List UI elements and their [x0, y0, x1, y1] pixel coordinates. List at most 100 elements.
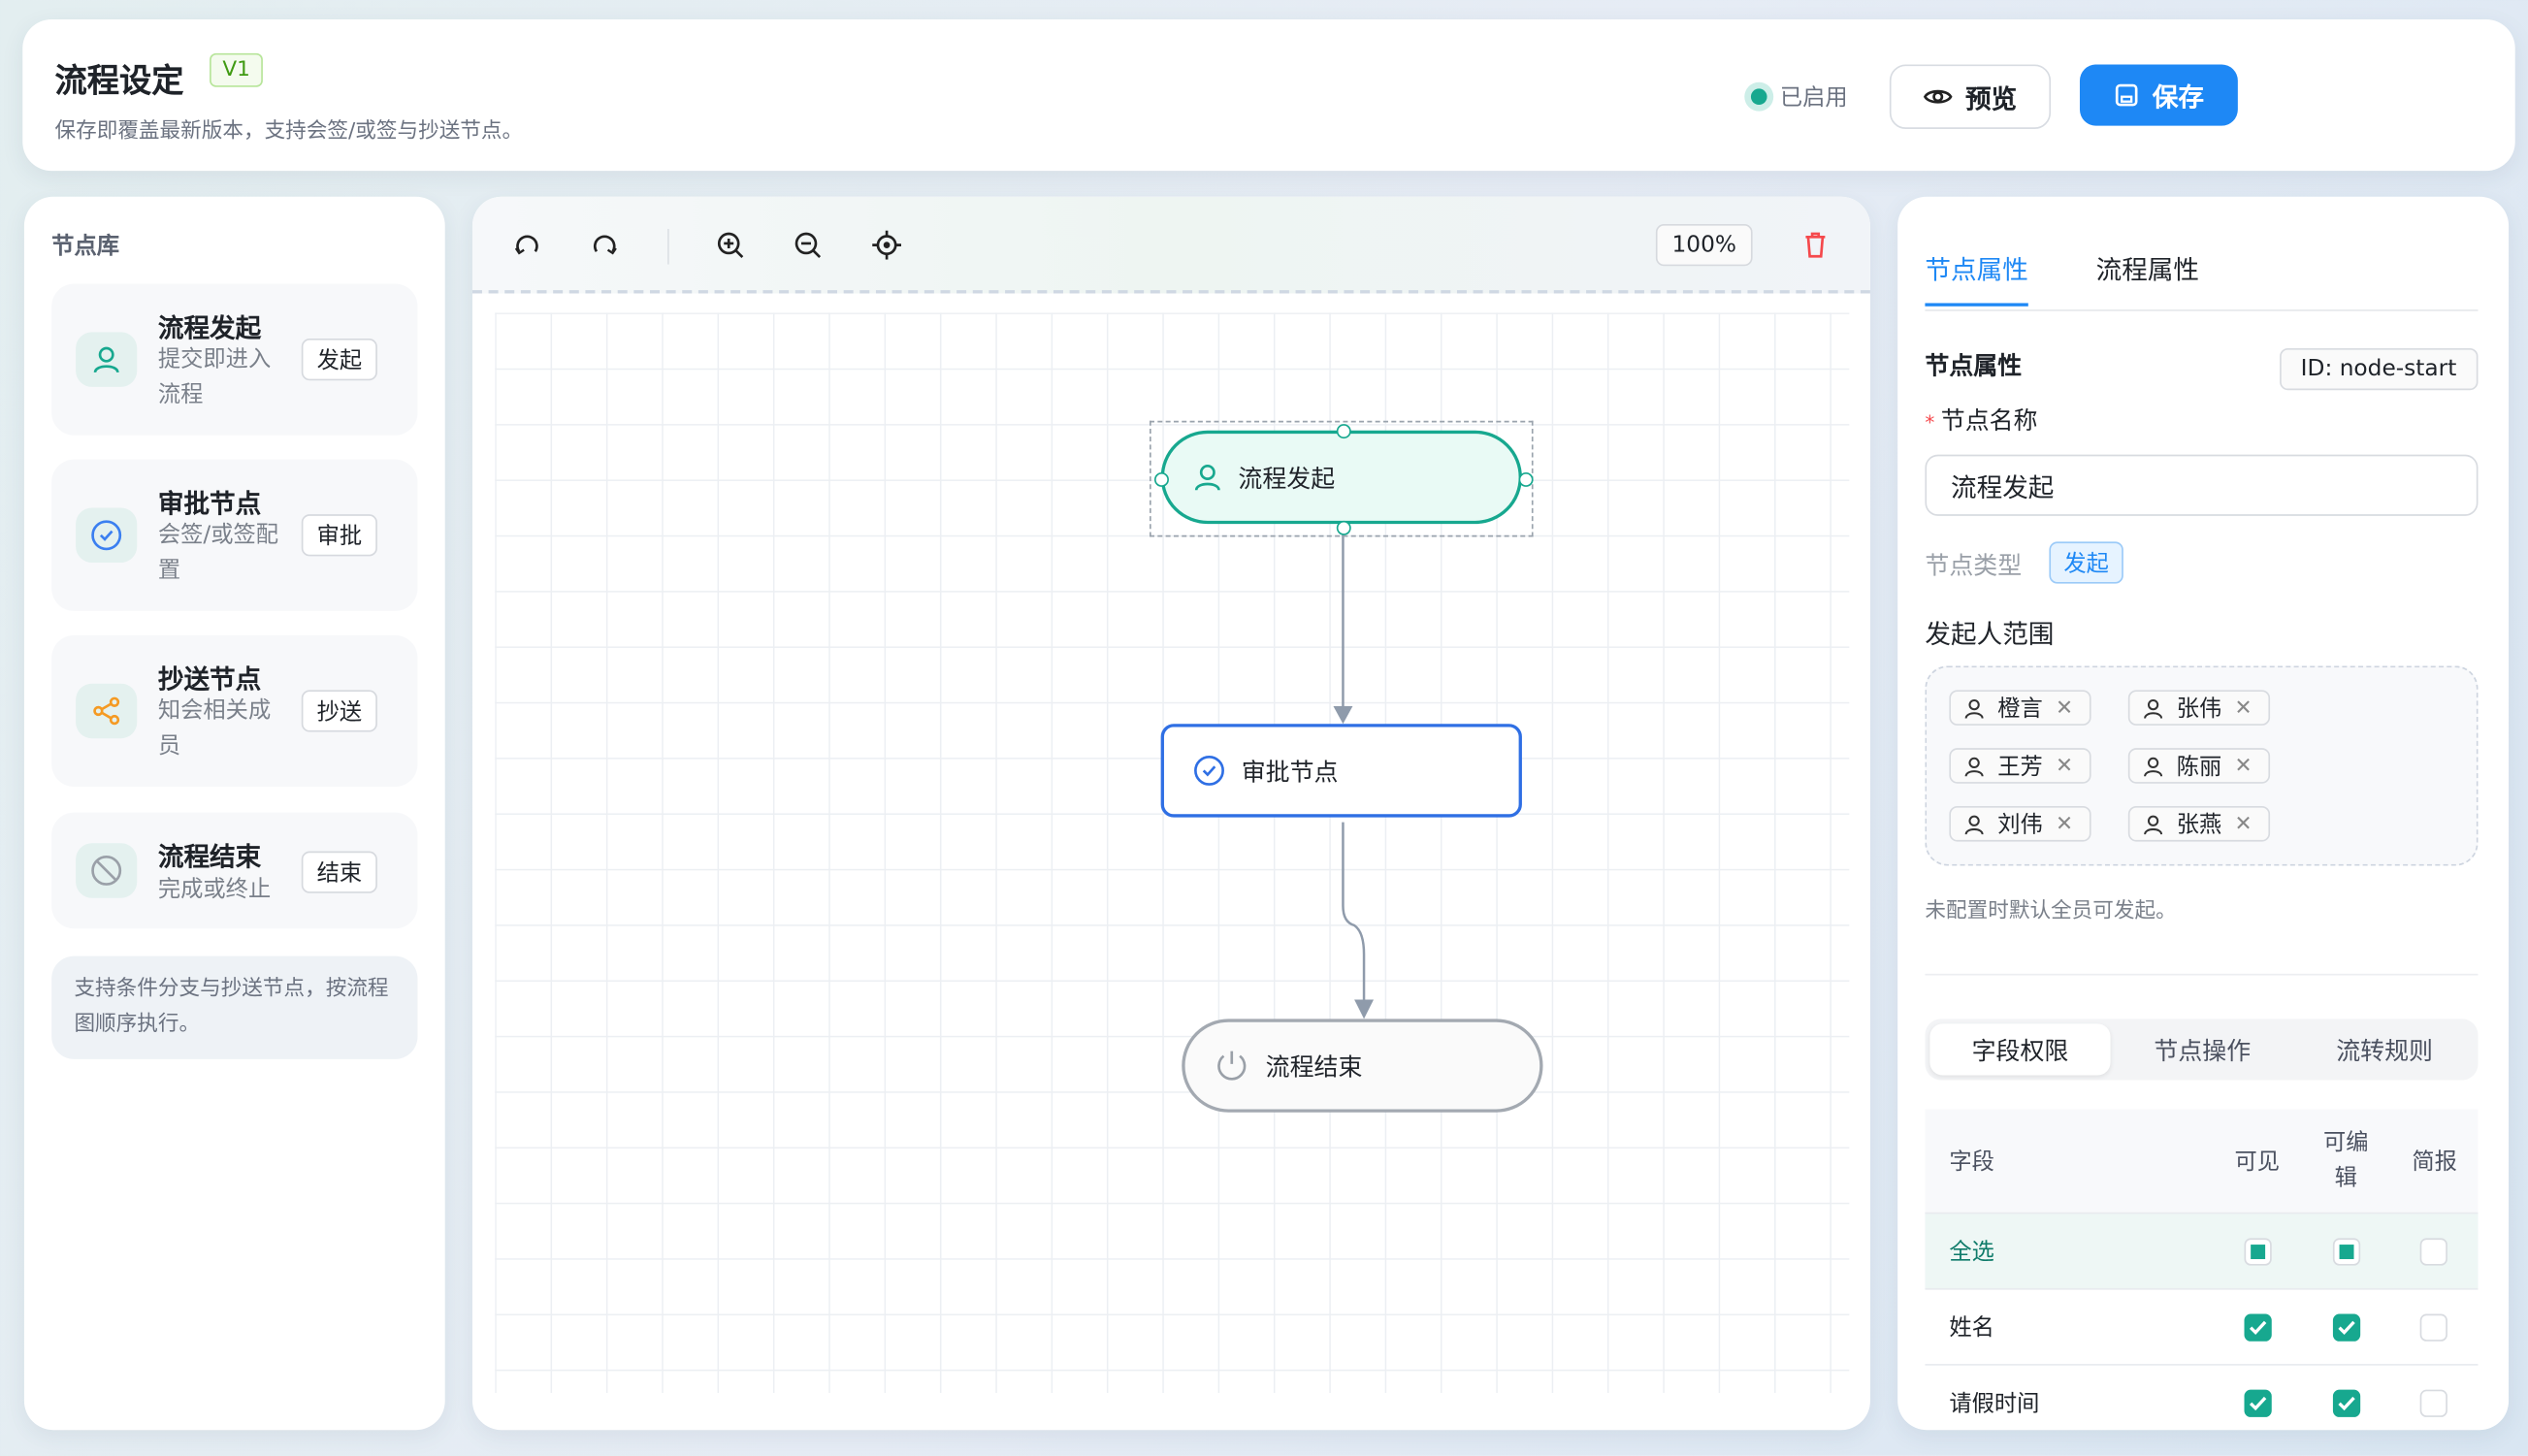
- remove-icon[interactable]: ✕: [2234, 696, 2253, 721]
- scope-label: 发起人范围: [1925, 619, 2055, 650]
- person-name: 陈丽: [2176, 754, 2222, 781]
- remove-icon[interactable]: ✕: [2234, 753, 2253, 778]
- flow-canvas[interactable]: 100% 流程发起 审批节点 流程结束: [471, 196, 1870, 1431]
- header-brief: 简报: [2412, 1149, 2457, 1176]
- item-desc: 会签/或签配置: [157, 522, 279, 584]
- arrow-icon: [1333, 705, 1353, 725]
- ban-icon: [76, 843, 138, 898]
- handle-bottom[interactable]: [1336, 520, 1351, 535]
- library-item-start[interactable]: 流程发起 提交即进入流程 发起: [51, 283, 418, 436]
- item-name: 抄送节点: [157, 663, 262, 696]
- user-icon: [1194, 464, 1220, 491]
- check-circle-icon: [1194, 755, 1224, 786]
- zoom-in-icon[interactable]: [714, 229, 746, 261]
- item-name: 审批节点: [157, 488, 262, 520]
- person-tag[interactable]: 张燕✕: [2127, 806, 2271, 842]
- scope-box[interactable]: 橙言✕张伟✕王芳✕陈丽✕刘伟✕张燕✕: [1925, 665, 2479, 866]
- handle-left[interactable]: [1153, 471, 1169, 487]
- canvas-toolbar: 100%: [471, 196, 1870, 294]
- brief-checkbox[interactable]: [2419, 1237, 2447, 1265]
- section-title: 节点属性: [1925, 351, 2023, 381]
- name-label: * 节点名称: [1925, 404, 2037, 437]
- page-subtitle: 保存即覆盖最新版本，支持会签/或签与抄送节点。: [54, 118, 524, 144]
- item-tag[interactable]: 发起: [301, 339, 377, 381]
- tab-flow-properties[interactable]: 流程属性: [2095, 254, 2199, 286]
- node-approval[interactable]: 审批节点: [1160, 724, 1522, 818]
- item-name: 流程发起: [157, 312, 262, 344]
- name-label-text: 节点名称: [1940, 405, 2038, 436]
- zoom-out-icon[interactable]: [792, 229, 824, 261]
- table-row: 请假时间: [1925, 1366, 2478, 1430]
- handle-top[interactable]: [1336, 424, 1351, 439]
- status-indicator: 已启用: [1750, 81, 1848, 113]
- save-button[interactable]: 保存: [2079, 64, 2238, 126]
- zoom-level[interactable]: 100%: [1655, 224, 1753, 267]
- status-dot-icon: [1750, 88, 1767, 106]
- save-icon: [2115, 83, 2138, 107]
- user-icon: [2144, 814, 2163, 834]
- power-icon: [1217, 1051, 1247, 1081]
- share-icon: [76, 683, 138, 739]
- status-text: 已启用: [1779, 85, 1848, 112]
- library-item-cc[interactable]: 抄送节点 知会相关成员 抄送: [51, 634, 418, 788]
- node-start[interactable]: 流程发起: [1160, 430, 1522, 525]
- table-body: 全选姓名请假时间: [1925, 1213, 2479, 1430]
- person-tag[interactable]: 王芳✕: [1949, 748, 2091, 784]
- remove-icon[interactable]: ✕: [2056, 696, 2074, 721]
- subtab-flow-rules[interactable]: 流转规则: [2336, 1035, 2433, 1065]
- remove-icon[interactable]: ✕: [2056, 753, 2074, 778]
- table-row: 姓名: [1925, 1290, 2479, 1366]
- subtab-field-permissions[interactable]: 字段权限: [1929, 1023, 2111, 1076]
- editable-checkbox[interactable]: [2332, 1388, 2361, 1417]
- node-label: 流程结束: [1265, 1052, 1363, 1082]
- person-tag[interactable]: 张伟✕: [2127, 690, 2271, 726]
- person-name: 橙言: [1997, 696, 2043, 723]
- preview-label: 预览: [1964, 83, 2018, 115]
- item-desc: 提交即进入流程: [157, 346, 272, 408]
- remove-icon[interactable]: ✕: [2056, 811, 2074, 836]
- item-tag[interactable]: 抄送: [301, 690, 377, 732]
- locate-icon[interactable]: [870, 229, 902, 261]
- visible-checkbox[interactable]: [2244, 1388, 2272, 1417]
- person-tag[interactable]: 刘伟 ✕: [1949, 806, 2091, 842]
- undo-icon[interactable]: [511, 229, 543, 261]
- redo-icon[interactable]: [589, 229, 621, 261]
- preview-button[interactable]: 预览: [1889, 64, 2052, 129]
- library-item-approval[interactable]: 审批节点 会签/或签配置 审批: [51, 459, 418, 611]
- brief-checkbox[interactable]: [2419, 1388, 2447, 1417]
- type-label: 节点类型: [1925, 551, 2023, 581]
- field-name: 姓名: [1949, 1315, 1994, 1342]
- person-tag[interactable]: 橙言 ✕: [1949, 690, 2091, 726]
- item-desc: 完成或终止: [157, 877, 272, 903]
- item-tag[interactable]: 结束: [301, 851, 377, 893]
- person-name: 刘伟: [1997, 812, 2043, 839]
- library-item-end[interactable]: 流程结束 完成或终止 结束: [51, 812, 418, 929]
- item-tag[interactable]: 审批: [301, 514, 377, 557]
- node-name-input[interactable]: 流程发起: [1925, 454, 2479, 516]
- handle-right[interactable]: [1518, 471, 1534, 487]
- user-icon: [1964, 756, 1984, 776]
- connectors: [1333, 529, 1375, 1019]
- user-icon: [2144, 698, 2163, 718]
- editable-checkbox[interactable]: [2332, 1312, 2361, 1341]
- remove-icon[interactable]: ✕: [2234, 811, 2253, 836]
- visible-checkbox[interactable]: [2244, 1312, 2272, 1341]
- brief-checkbox[interactable]: [2419, 1312, 2447, 1341]
- tab-node-properties[interactable]: 节点属性: [1925, 248, 2028, 307]
- save-label: 保存: [2152, 81, 2204, 113]
- node-end[interactable]: 流程结束: [1182, 1019, 1543, 1113]
- table-header: 字段 可见 可编辑 简报: [1925, 1109, 2479, 1214]
- visible-checkbox[interactable]: [2244, 1237, 2272, 1265]
- header-bar: 流程设定 V1 保存即覆盖最新版本，支持会签/或签与抄送节点。 已启用 预览 保…: [22, 18, 2515, 172]
- library-title: 节点库: [51, 233, 119, 260]
- divider: [1925, 973, 2479, 976]
- subtab-node-actions[interactable]: 节点操作: [2154, 1035, 2252, 1065]
- delete-icon[interactable]: [1799, 229, 1831, 261]
- editable-checkbox[interactable]: [2332, 1237, 2361, 1265]
- header-field: 字段: [1949, 1149, 1994, 1176]
- required-icon: *: [1925, 410, 1941, 435]
- arrow-icon: [1354, 999, 1375, 1019]
- person-tag[interactable]: 陈丽 ✕: [2127, 748, 2271, 784]
- scope-hint: 未配置时默认全员可发起。: [1925, 899, 2177, 924]
- page-title: 流程设定: [54, 61, 184, 101]
